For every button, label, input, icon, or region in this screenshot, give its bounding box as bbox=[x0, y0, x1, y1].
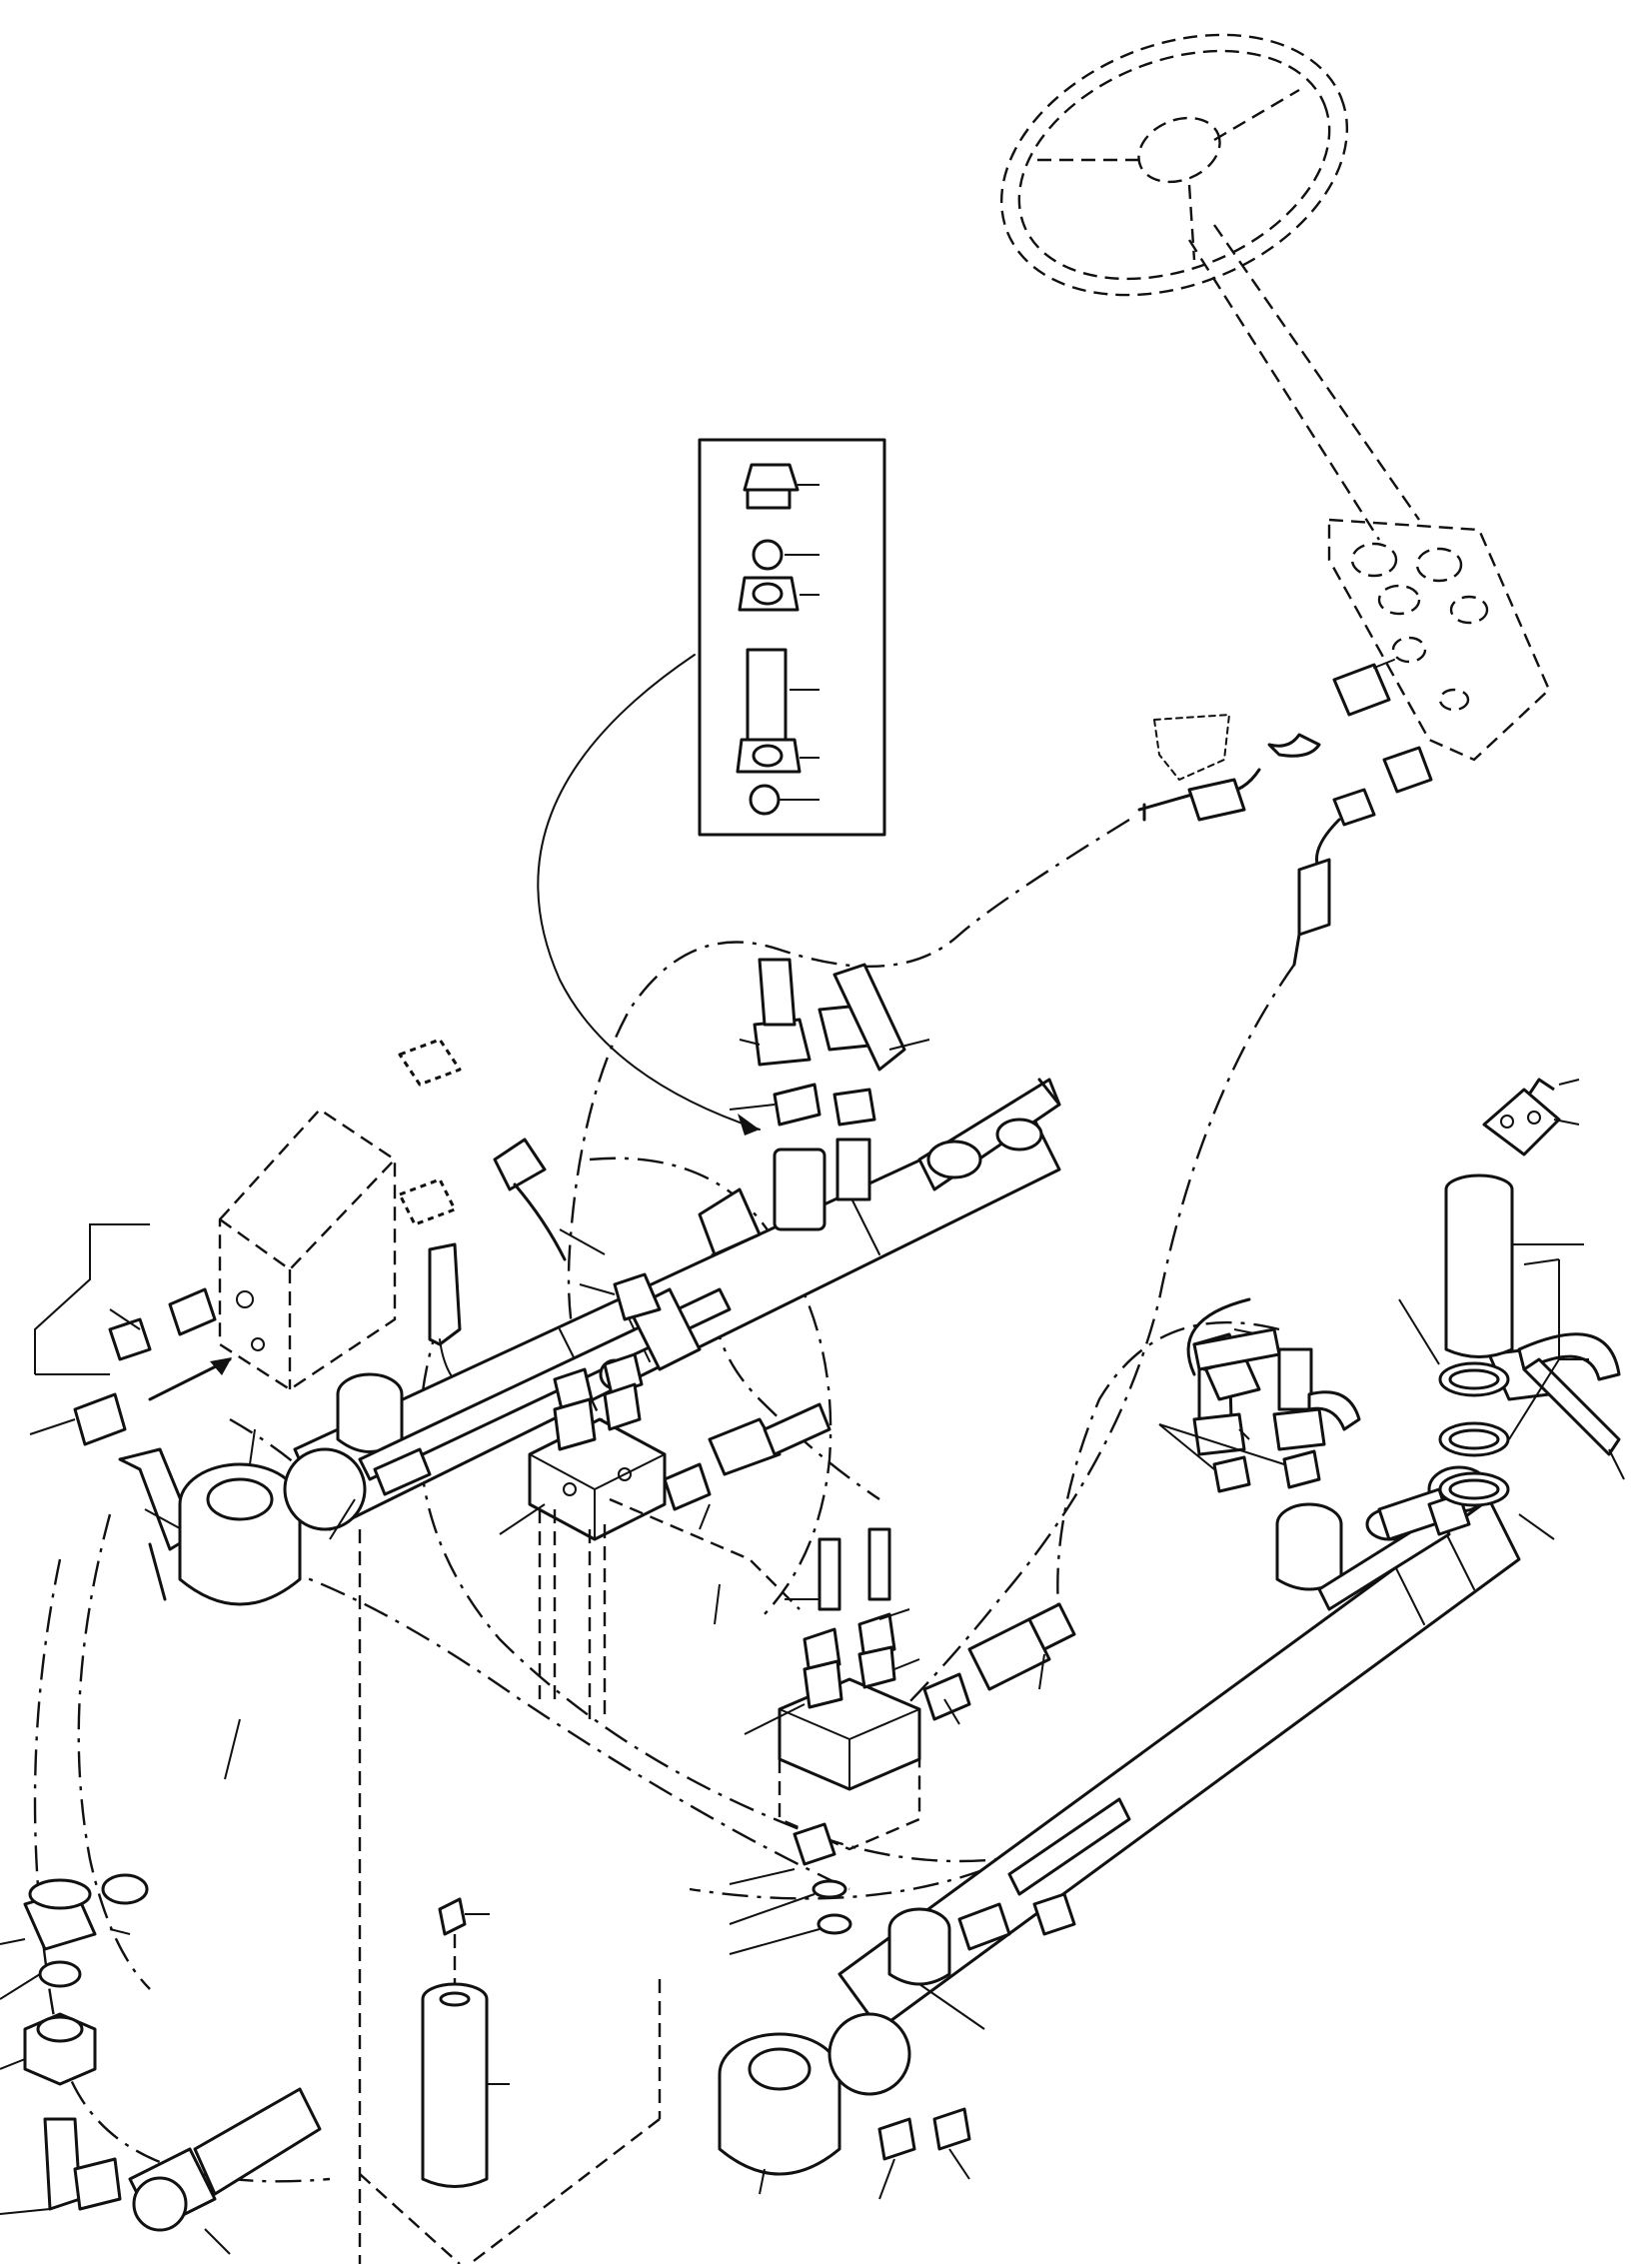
clamp-tube-assembly bbox=[1377, 1332, 1625, 1541]
adapter-fitting-upper bbox=[1332, 659, 1395, 717]
steering-wheel bbox=[999, 33, 1349, 297]
steering-column bbox=[1187, 224, 1420, 541]
right-cylinder-fittings bbox=[1158, 1297, 1361, 1493]
hose-lower-right bbox=[1292, 788, 1376, 967]
left-fitting-group bbox=[29, 1223, 232, 1601]
rod-end-hardware bbox=[729, 1822, 985, 2200]
divider-adapters bbox=[398, 1038, 471, 1395]
detail-arrow bbox=[537, 654, 761, 1131]
tube-fitting-detail bbox=[698, 438, 886, 837]
hose-upper-right bbox=[1137, 733, 1321, 822]
steering-valve bbox=[1327, 518, 1551, 762]
detail-arrowhead bbox=[738, 1114, 760, 1135]
lower-left-fittings bbox=[0, 1873, 322, 2255]
valve-block-right bbox=[744, 1527, 1076, 1791]
left-rod-leaders bbox=[224, 1428, 721, 1780]
right-hose bbox=[1192, 1327, 1281, 1371]
pin-and-seals bbox=[1398, 1078, 1589, 1507]
bracket-outline bbox=[1153, 714, 1230, 781]
block-support-phantom bbox=[538, 1497, 801, 1719]
upper-valve-fittings bbox=[698, 958, 930, 1256]
pin-grease-inset bbox=[358, 1529, 662, 2264]
right-block-phantom bbox=[778, 1759, 921, 1851]
flow-divider-block bbox=[218, 1108, 397, 1391]
adapter-fitting-lower bbox=[1382, 746, 1433, 794]
valve-block-left bbox=[499, 1352, 831, 1541]
hose-to-block bbox=[493, 1137, 567, 1261]
